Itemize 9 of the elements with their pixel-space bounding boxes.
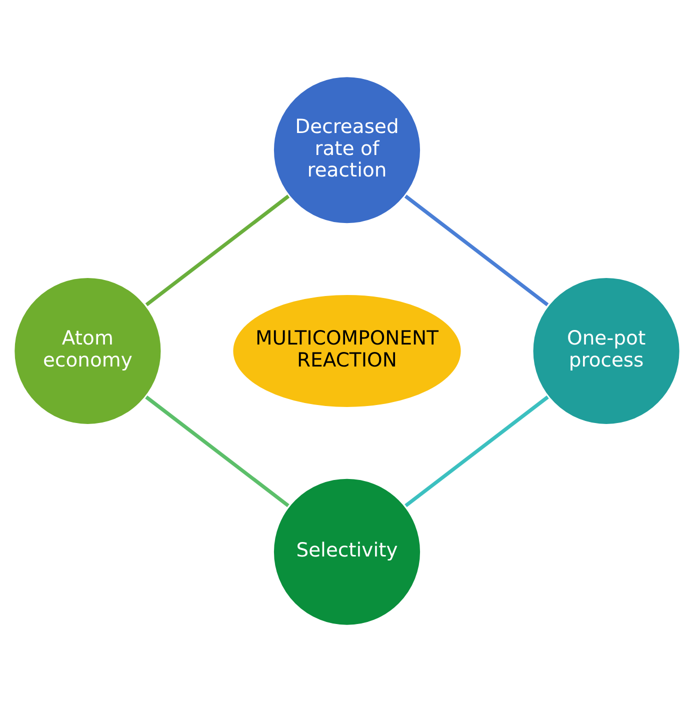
connector: [145, 194, 290, 306]
node-ellipse: MULTICOMPONENT REACTION: [230, 292, 464, 409]
node-circle: One-pot process: [530, 275, 682, 426]
connector: [145, 395, 290, 507]
node-circle: Atom economy: [12, 275, 164, 426]
node-circle: Selectivity: [272, 476, 422, 627]
node-circle: Decreased rate of reaction: [272, 74, 422, 226]
connector: [404, 395, 549, 507]
connector: [404, 194, 549, 306]
